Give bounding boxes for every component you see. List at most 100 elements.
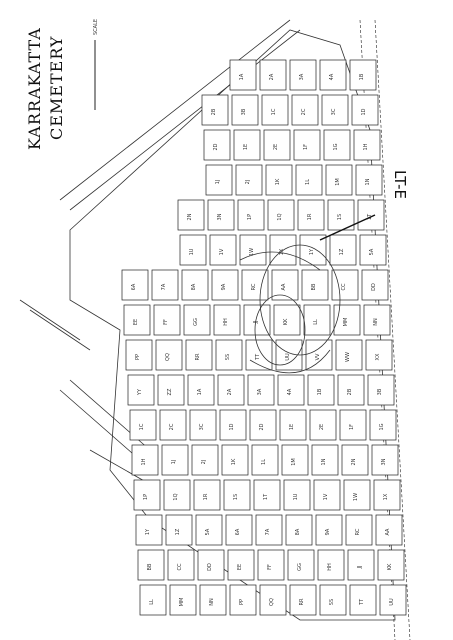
plot-label: 2C [169, 423, 175, 430]
plot-section [365, 339, 393, 371]
plot-section [137, 549, 165, 581]
plot-section [345, 514, 373, 546]
plot-label: RR [195, 353, 201, 360]
plot-label: MM [179, 598, 185, 607]
plot-label: 1C [139, 423, 145, 430]
plot-section [261, 94, 289, 126]
plot-section [337, 374, 365, 406]
plot-label: 3N [381, 458, 387, 465]
plot-section [263, 129, 291, 161]
plot-section [207, 199, 235, 231]
plot-section [229, 584, 257, 616]
plot-label: 2A [269, 73, 275, 80]
plot-section [291, 94, 319, 126]
plot-label: 1Y [309, 248, 315, 255]
plot-label: PP [135, 354, 141, 360]
plot-section [309, 409, 337, 441]
plot-label: 7A [161, 283, 167, 290]
plot-section [265, 164, 293, 196]
plot-section [335, 339, 363, 371]
plot-section [249, 409, 277, 441]
plot-label: ZZ [167, 388, 173, 395]
plot-section [331, 269, 359, 301]
plot-label: NN [209, 598, 215, 606]
scale-label: SCALE [93, 19, 99, 35]
plot-label: 1D [229, 423, 235, 430]
plot-section [199, 584, 227, 616]
plot-label: EE [237, 564, 243, 570]
plot-label: CC [177, 563, 183, 570]
plot-section [223, 479, 251, 511]
plot-section [281, 444, 309, 476]
plot-section [307, 374, 335, 406]
central-gardens [239, 244, 341, 374]
scale-bar: SCALE [93, 19, 99, 110]
plot-label: 1F [303, 144, 309, 150]
plot-section [313, 479, 341, 511]
plot-section [297, 199, 325, 231]
plot-section [293, 129, 321, 161]
plot-label: QQ [165, 353, 171, 361]
plot-section [219, 409, 247, 441]
plot-section [123, 304, 151, 336]
plot-section [251, 444, 279, 476]
plot-label: 1V [323, 493, 329, 500]
plot-label: 1X [383, 493, 389, 500]
plot-section [129, 409, 157, 441]
plot-section [125, 339, 153, 371]
plot-section [353, 129, 381, 161]
plot-section [131, 444, 159, 476]
plot-label: QQ [269, 598, 275, 606]
plot-label: 2C [301, 108, 307, 115]
plot-label: 1E [243, 144, 249, 150]
plot-section [347, 549, 375, 581]
plot-label: 9A [325, 528, 331, 535]
plot-section [201, 94, 229, 126]
plot-label: 1C [271, 108, 277, 115]
plot-section [359, 234, 387, 266]
plot-label: EE [133, 319, 139, 325]
plot-label: DD [207, 563, 213, 571]
plot-label: AA [385, 528, 391, 536]
plot-label: 6A [235, 528, 241, 535]
plot-label: 1S [233, 494, 239, 500]
plot-label: GG [193, 318, 199, 326]
plot-label: CC [341, 283, 347, 290]
plot-label: 2A [227, 388, 233, 395]
plot-section [139, 584, 167, 616]
plot-label: 3C [199, 423, 205, 430]
plot-label: 1L [261, 459, 267, 465]
plot-section [327, 199, 355, 231]
plot-section [319, 59, 347, 91]
plot-label: 1H [363, 143, 369, 150]
plot-label: BB [311, 283, 317, 290]
plot-section [287, 549, 315, 581]
plot-label: TT [359, 598, 365, 606]
plot-section [377, 549, 405, 581]
plot-section [321, 94, 349, 126]
plot-section [229, 59, 257, 91]
plot-label: 3A [299, 73, 305, 80]
plot-section [339, 409, 367, 441]
plot-section [161, 444, 189, 476]
cemetery-boundary [69, 29, 396, 621]
plot-label: 1Q [173, 493, 179, 500]
plot-label: 2D [259, 423, 265, 430]
plot-section [257, 549, 285, 581]
plot-label: RC [355, 528, 361, 535]
plot-label: 5A [369, 248, 375, 255]
plot-section [183, 304, 211, 336]
plot-label: 1Y [145, 528, 151, 535]
plot-section [243, 304, 271, 336]
plot-label: 1D [361, 108, 367, 115]
plot-label: 1W [249, 248, 255, 256]
plot-section [343, 479, 371, 511]
plot-section [303, 304, 331, 336]
plot-section [329, 234, 357, 266]
plot-section [289, 59, 317, 91]
plot-label: 1B [359, 73, 365, 80]
plot-label: LL [149, 599, 155, 605]
plot-label: 1F [349, 424, 355, 430]
plot-label: TT [255, 353, 261, 361]
